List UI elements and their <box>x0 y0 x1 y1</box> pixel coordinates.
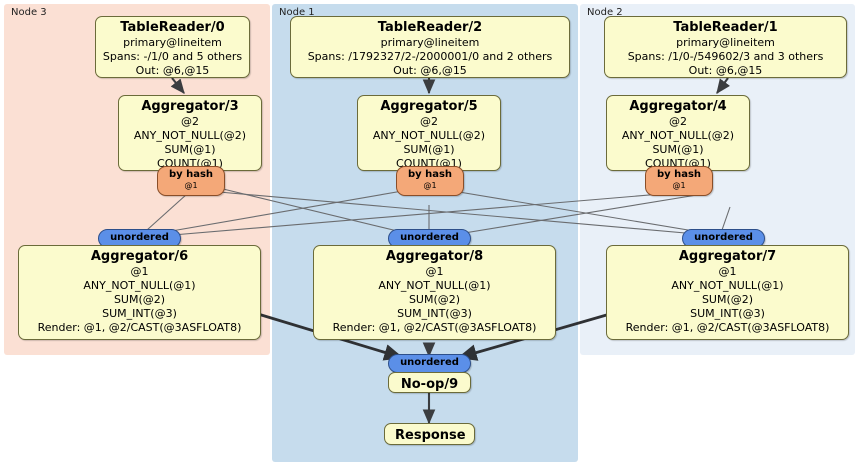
node-detail: SUM(@1) <box>652 143 704 156</box>
node-aggregator-6[interactable]: Aggregator/6 @1 ANY_NOT_NULL(@1) SUM(@2)… <box>18 245 261 340</box>
node-detail: primary@lineitem <box>123 36 222 49</box>
sync-unordered-final[interactable]: unordered <box>388 354 471 373</box>
node-tablereader-0[interactable]: TableReader/0 primary@lineitem Spans: -/… <box>95 16 250 78</box>
node-title: Aggregator/3 <box>141 99 239 114</box>
node-detail: Out: @6,@15 <box>688 64 763 77</box>
node-title: No-op/9 <box>400 377 459 392</box>
node-title: Aggregator/5 <box>380 99 478 114</box>
node-no-op-9[interactable]: No-op/9 <box>388 372 471 393</box>
node-detail: Out: @6,@15 <box>135 64 210 77</box>
node-aggregator-5[interactable]: Aggregator/5 @2 ANY_NOT_NULL(@2) SUM(@1)… <box>357 95 501 171</box>
router-sublabel: @1 <box>672 181 686 190</box>
node-detail: ANY_NOT_NULL(@1) <box>671 279 784 292</box>
node-aggregator-8[interactable]: Aggregator/8 @1 ANY_NOT_NULL(@1) SUM(@2)… <box>313 245 556 340</box>
node-detail: ANY_NOT_NULL(@2) <box>372 129 486 142</box>
node-detail: primary@lineitem <box>676 36 775 49</box>
node-detail: Out: @6,@15 <box>393 64 467 77</box>
node-title: Aggregator/6 <box>90 249 189 264</box>
node-detail: Spans: /1792327/2-/2000001/0 and 2 other… <box>307 50 553 63</box>
node-aggregator-7[interactable]: Aggregator/7 @1 ANY_NOT_NULL(@1) SUM(@2)… <box>606 245 849 340</box>
router-label: by hash <box>656 169 702 180</box>
node-detail: Spans: -/1/0 and 5 others <box>102 50 243 63</box>
node-title: Aggregator/4 <box>629 99 727 114</box>
node-detail: ANY_NOT_NULL(@1) <box>378 279 491 292</box>
node-detail: @2 <box>669 115 687 128</box>
node-detail: SUM(@2) <box>408 293 461 306</box>
node-detail: SUM(@2) <box>701 293 754 306</box>
node-detail: SUM_INT(@3) <box>102 307 177 320</box>
node-detail: ANY_NOT_NULL(@2) <box>621 129 735 142</box>
router-by-hash-left[interactable]: by hash @1 <box>157 166 225 196</box>
node-detail: SUM(@2) <box>113 293 166 306</box>
node-title: Aggregator/7 <box>678 249 777 264</box>
node-tablereader-2[interactable]: TableReader/2 primary@lineitem Spans: /1… <box>290 16 570 78</box>
node-aggregator-3[interactable]: Aggregator/3 @2 ANY_NOT_NULL(@2) SUM(@1)… <box>118 95 262 171</box>
node-detail: Render: @1, @2/CAST(@3ASFLOAT8) <box>332 321 537 334</box>
node-detail: ANY_NOT_NULL(@2) <box>133 129 247 142</box>
node-title: TableReader/1 <box>673 20 778 35</box>
node-detail: primary@lineitem <box>380 36 480 49</box>
router-label: by hash <box>168 169 214 180</box>
node-title: Response <box>395 428 466 443</box>
node-detail: SUM_INT(@3) <box>690 307 765 320</box>
panel-label-node-2: Node 2 <box>587 7 623 18</box>
panel-label-node-3: Node 3 <box>11 7 47 18</box>
node-detail: @2 <box>420 115 438 128</box>
panel-label-node-1: Node 1 <box>279 7 315 18</box>
node-detail: ANY_NOT_NULL(@1) <box>83 279 196 292</box>
router-sublabel: @1 <box>423 181 437 190</box>
node-title: TableReader/2 <box>377 20 483 35</box>
node-detail: @1 <box>425 265 444 278</box>
router-by-hash-center[interactable]: by hash @1 <box>396 166 464 196</box>
node-response[interactable]: Response <box>384 423 475 445</box>
node-detail: SUM_INT(@3) <box>397 307 472 320</box>
node-title: TableReader/0 <box>120 20 225 35</box>
node-aggregator-4[interactable]: Aggregator/4 @2 ANY_NOT_NULL(@2) SUM(@1)… <box>606 95 750 171</box>
node-detail: Render: @1, @2/CAST(@3ASFLOAT8) <box>37 321 242 334</box>
node-detail: SUM(@1) <box>403 143 455 156</box>
node-detail: Spans: /1/0-/549602/3 and 3 others <box>627 50 824 63</box>
node-detail: @1 <box>130 265 149 278</box>
node-detail: Render: @1, @2/CAST(@3ASFLOAT8) <box>625 321 830 334</box>
node-detail: @2 <box>181 115 199 128</box>
node-title: Aggregator/8 <box>385 249 484 264</box>
router-label: by hash <box>407 169 453 180</box>
router-sublabel: @1 <box>184 181 198 190</box>
node-detail: SUM(@1) <box>164 143 216 156</box>
node-tablereader-1[interactable]: TableReader/1 primary@lineitem Spans: /1… <box>604 16 847 78</box>
node-detail: @1 <box>718 265 737 278</box>
router-by-hash-right[interactable]: by hash @1 <box>645 166 713 196</box>
